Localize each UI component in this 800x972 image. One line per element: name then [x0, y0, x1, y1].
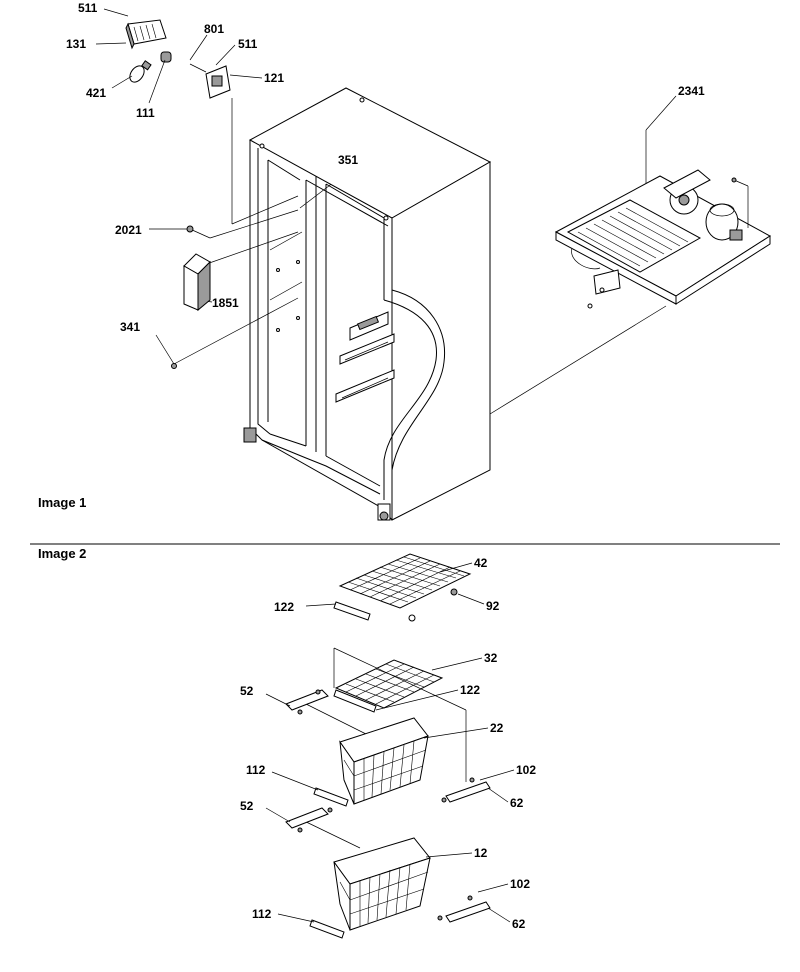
label-341: 341 [120, 320, 140, 334]
wire-shelf-42-part [333, 553, 472, 622]
label-2021: 2021 [115, 223, 142, 237]
label-121: 121 [264, 71, 284, 85]
label-351: 351 [338, 153, 358, 167]
rail-52-upper-part [285, 689, 329, 715]
wire-basket-22-part [339, 717, 429, 805]
rail-52-lower-part [285, 807, 333, 833]
label-102-lower: 102 [510, 877, 530, 891]
refrigerator-cabinet-part [243, 87, 492, 521]
label-122-top: 122 [274, 600, 294, 614]
wire-basket-12-part [333, 837, 431, 931]
image2-group: Image 2 [38, 546, 536, 939]
image2-leaders [265, 562, 515, 923]
label-52-lower: 52 [240, 799, 254, 813]
socket-part [160, 51, 172, 63]
clip-112-upper-part [313, 787, 349, 807]
image1-group: 511 131 801 511 121 421 111 2341 351 202… [38, 1, 771, 521]
switch-bracket-part [189, 63, 231, 99]
label-2341: 2341 [678, 84, 705, 98]
machine-compartment-part [554, 169, 771, 309]
label-801: 801 [204, 22, 224, 36]
label-1851: 1851 [212, 296, 239, 310]
wire-shelf-32-part [333, 659, 444, 713]
image2-label-group: 42 122 92 32 52 122 22 112 102 52 62 12 … [240, 556, 536, 931]
label-52-upper: 52 [240, 684, 254, 698]
label-42: 42 [474, 556, 488, 570]
label-92: 92 [486, 599, 500, 613]
label-102-upper: 102 [516, 763, 536, 777]
label-511-right: 511 [238, 37, 258, 51]
light-housing-part [125, 19, 167, 50]
screw-341-part [171, 363, 177, 369]
label-122-mid: 122 [460, 683, 480, 697]
image1-label-group: 511 131 801 511 121 421 111 2341 351 202… [66, 1, 705, 334]
handle-1851-part [183, 253, 211, 312]
assembly-frame-lines [297, 647, 467, 849]
label-421: 421 [86, 86, 106, 100]
screw-2021-part [186, 225, 194, 233]
label-62-upper: 62 [510, 796, 524, 810]
label-22: 22 [490, 721, 504, 735]
label-12: 12 [474, 846, 488, 860]
rail-62-lower-part [437, 895, 491, 923]
label-111: 111 [136, 106, 155, 120]
caption-image2: Image 2 [38, 546, 86, 561]
caption-image1: Image 1 [38, 495, 86, 510]
label-131: 131 [66, 37, 86, 51]
label-511-top: 511 [78, 1, 98, 15]
light-bulb-part [129, 60, 152, 83]
label-62-lower: 62 [512, 917, 526, 931]
label-32: 32 [484, 651, 498, 665]
clip-112-lower-part [309, 919, 345, 939]
label-112-lower: 112 [252, 907, 272, 921]
label-112-upper: 112 [246, 763, 266, 777]
image1-leaders [95, 8, 677, 415]
rail-62-upper-part [441, 777, 491, 803]
